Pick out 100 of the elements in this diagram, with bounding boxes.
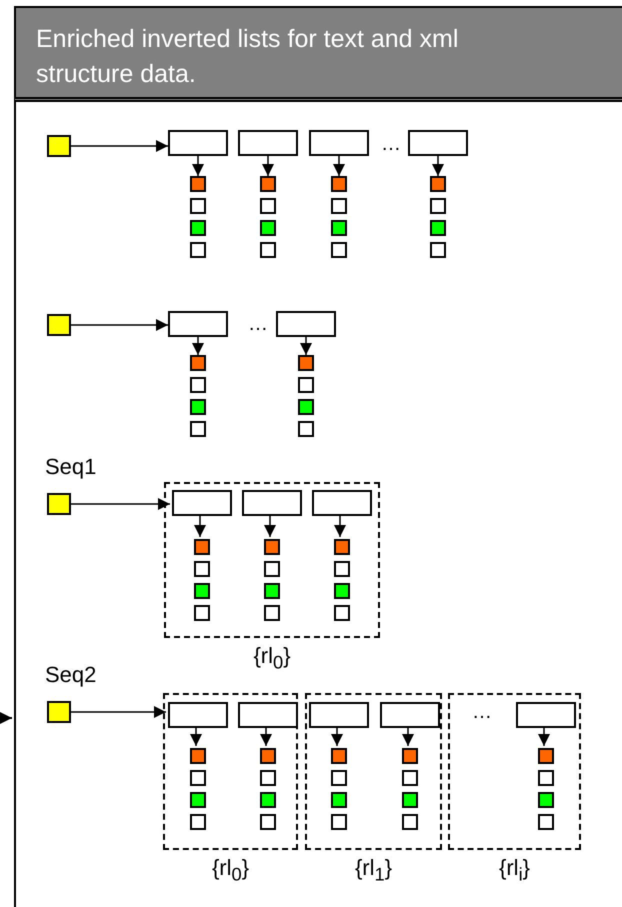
entry-square [538, 770, 554, 786]
ellipsis: … [248, 312, 268, 336]
list-box [312, 490, 372, 516]
entry-square [331, 242, 347, 258]
entry-square [260, 220, 276, 236]
group-label: {rl$_{1}$} [354, 856, 392, 886]
entry-square [334, 561, 350, 577]
entry-square [331, 792, 347, 808]
entry-square [402, 814, 418, 830]
list-box [242, 490, 302, 516]
entry-square [190, 792, 206, 808]
list-box [238, 702, 298, 728]
entry-square [334, 605, 350, 621]
entry-square [264, 605, 280, 621]
list-box [168, 702, 228, 728]
list-box [309, 702, 369, 728]
arrow [333, 156, 345, 176]
arrow [300, 337, 312, 355]
ellipsis: … [472, 700, 492, 724]
arrow [71, 706, 166, 718]
entry-square [331, 770, 347, 786]
arrow [71, 498, 170, 510]
arrow [260, 726, 272, 746]
dashed-group [448, 693, 581, 850]
entry-square [190, 770, 206, 786]
entry-square [331, 748, 347, 764]
list-box [380, 702, 440, 728]
entry-square [331, 220, 347, 236]
pointer-square [47, 701, 71, 723]
pointer-square [47, 314, 71, 336]
dashed-group [164, 482, 380, 638]
list-box [238, 130, 298, 156]
entry-square [260, 770, 276, 786]
entry-square [430, 198, 446, 214]
entry-square [260, 176, 276, 192]
entry-square [190, 355, 206, 371]
arrow [331, 726, 343, 746]
entry-square [430, 242, 446, 258]
pointer-square [47, 493, 71, 515]
group-label: {rl$_{i}$} [499, 856, 530, 886]
entry-square [430, 176, 446, 192]
entry-square [190, 421, 206, 437]
entry-square [190, 748, 206, 764]
entry-square [190, 198, 206, 214]
entry-square [402, 748, 418, 764]
entry-square [331, 814, 347, 830]
arrow [194, 514, 206, 537]
list-box [168, 311, 228, 337]
entry-square [538, 814, 554, 830]
sequence-label: Seq2 [45, 663, 96, 687]
arrow [262, 156, 274, 176]
entry-square [190, 242, 206, 258]
entry-square [190, 399, 206, 415]
dashed-group [305, 693, 442, 850]
ellipsis: … [381, 132, 401, 156]
entry-square [190, 176, 206, 192]
arrow [71, 319, 168, 331]
list-box [516, 702, 576, 728]
entry-square [260, 792, 276, 808]
list-box [408, 130, 468, 156]
group-label: {rl$_{0}$} [253, 644, 291, 674]
entry-square [538, 748, 554, 764]
group-label: {rl$_{0}$} [212, 856, 250, 886]
sequence-label: Seq1 [45, 455, 96, 479]
arrow [402, 726, 414, 746]
entry-square [331, 176, 347, 192]
entry-square [298, 399, 314, 415]
entry-square [260, 242, 276, 258]
entry-square [402, 792, 418, 808]
arrow [71, 140, 168, 152]
list-box [276, 311, 336, 337]
title: Enriched inverted lists for text and xml structure data. [36, 24, 460, 90]
entry-square [264, 561, 280, 577]
list-box [172, 490, 232, 516]
arrow [190, 726, 202, 746]
entry-square [538, 792, 554, 808]
entry-square [190, 377, 206, 393]
arrow [264, 514, 276, 537]
entry-square [190, 220, 206, 236]
entry-square [194, 605, 210, 621]
dashed-group [163, 693, 298, 850]
arrow [192, 156, 204, 176]
entry-square [331, 198, 347, 214]
entry-square [194, 539, 210, 555]
entry-square [430, 220, 446, 236]
entry-square [334, 539, 350, 555]
arrow [432, 156, 444, 176]
entry-square [402, 770, 418, 786]
entry-square [190, 814, 206, 830]
entry-square [334, 583, 350, 599]
entry-square [260, 748, 276, 764]
list-box [309, 130, 369, 156]
entry-square [194, 561, 210, 577]
entry-square [298, 421, 314, 437]
arrow [334, 514, 346, 537]
pointer-square [47, 135, 71, 157]
entry-square [264, 539, 280, 555]
entry-square [298, 377, 314, 393]
arrow [538, 726, 550, 746]
entry-square [264, 583, 280, 599]
